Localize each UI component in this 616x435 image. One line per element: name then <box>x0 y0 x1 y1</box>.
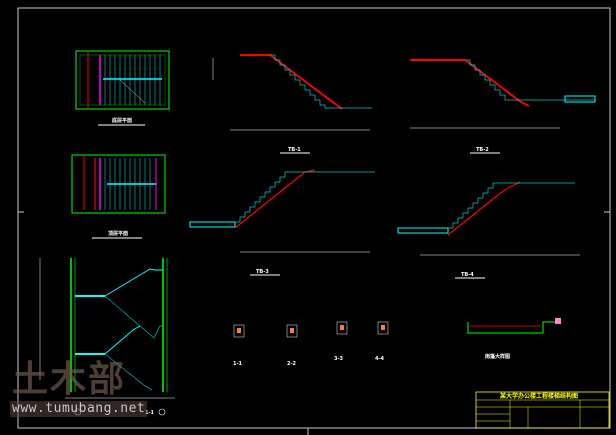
stair-tb4: TB-4 <box>397 181 580 279</box>
canopy-detail: 雨篷大样图 <box>467 318 561 360</box>
watermark-url: www.tumubang.net <box>10 401 148 417</box>
beam-details: 1-1 2-2 3-3 4-4 <box>233 321 389 367</box>
drawing-frame <box>17 7 611 429</box>
detail-label: 1-1 <box>233 361 243 367</box>
stair-label: TB-2 <box>476 147 489 153</box>
title-block: 某大学办公楼工程楼梯结构图 <box>475 391 610 429</box>
detail-title: 雨篷大样图 <box>485 353 510 360</box>
watermark-logo: 土木部 <box>12 359 127 400</box>
stair-tb1: TB-1 <box>212 54 372 154</box>
stair-tb2: TB-2 <box>410 59 596 154</box>
top-floor-plan: 顶层平面 <box>71 154 166 239</box>
section-1-1: 1-1 <box>39 258 175 416</box>
detail-label: 4-4 <box>375 356 385 362</box>
detail-label: 2-2 <box>287 361 297 367</box>
plan-label: 顶层平面 <box>108 230 128 237</box>
stair-label: TB-4 <box>461 272 474 278</box>
title-block-title: 某大学办公楼工程楼梯结构图 <box>500 392 578 400</box>
detail-label: 3-3 <box>334 356 344 362</box>
plan-label: 底层平面 <box>111 117 132 124</box>
stair-label: TB-1 <box>288 147 301 153</box>
ground-floor-plan: 底层平面 <box>75 50 170 126</box>
stair-tb3: TB-3 <box>189 169 375 276</box>
section-label: 1-1 <box>145 410 155 416</box>
stair-label: TB-3 <box>256 269 269 275</box>
